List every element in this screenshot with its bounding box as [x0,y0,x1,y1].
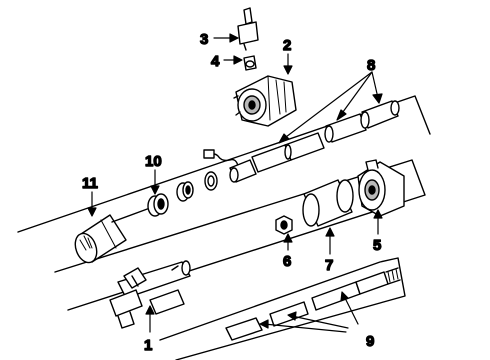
callout-4: 4 [211,53,220,70]
callout-11: 11 [82,175,98,192]
callout-10: 10 [145,153,162,170]
callout-2: 2 [283,37,291,54]
upper-shaft-line [111,207,151,223]
part-11-cover [74,214,127,264]
part-6-nut [275,215,293,235]
part-3-key-cylinder [237,7,259,51]
callout-8: 8 [367,57,375,74]
callout-9: 9 [366,333,374,350]
callout-labels: 1 2 3 4 5 6 7 8 9 10 11 [81,30,382,354]
part-2-housing [233,75,297,127]
panel-upper-outline [17,95,431,233]
callout-7: 7 [325,257,333,274]
panel-lower-outline [159,257,406,360]
part-8-shaft [251,100,400,173]
panel-outlines [17,95,431,360]
callout-5: 5 [373,237,381,254]
part-switch-with-wire [203,149,257,183]
callout-3: 3 [200,31,208,48]
panel-middle-outline [54,159,426,311]
callout-1: 1 [144,337,152,354]
callout-6: 6 [283,253,291,270]
part-10-bearing [147,193,169,217]
part-rings [176,171,218,202]
leader-lines [87,33,383,333]
part-7-sleeve [302,179,354,227]
part-4-retainer [243,55,257,71]
part-1-column-jacket [109,260,191,329]
part-5-housing [357,159,405,217]
